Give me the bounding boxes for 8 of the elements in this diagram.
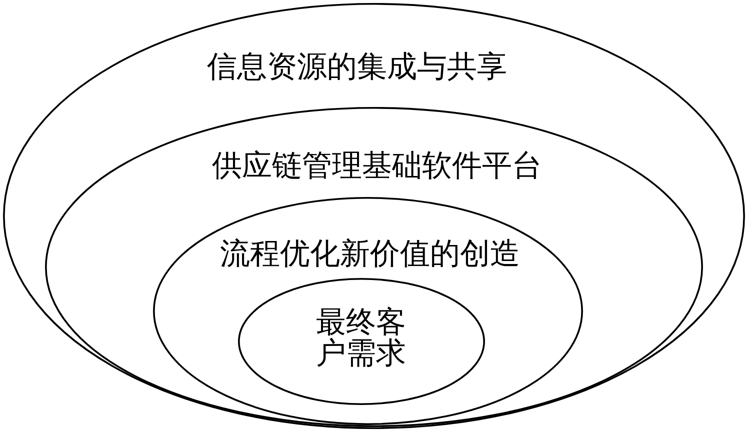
second-ellipse xyxy=(45,107,703,427)
region-label: 流程优化新价值的创造 xyxy=(220,238,520,270)
third-ellipse xyxy=(153,197,583,425)
region-label: 供应链管理基础软件平台 xyxy=(212,150,542,182)
region-label: 信息资源的集成与共享 xyxy=(207,52,507,82)
outer-ellipse xyxy=(3,3,745,429)
region-label: 最终客户需求 xyxy=(315,307,407,369)
inner-ellipse xyxy=(238,278,485,405)
